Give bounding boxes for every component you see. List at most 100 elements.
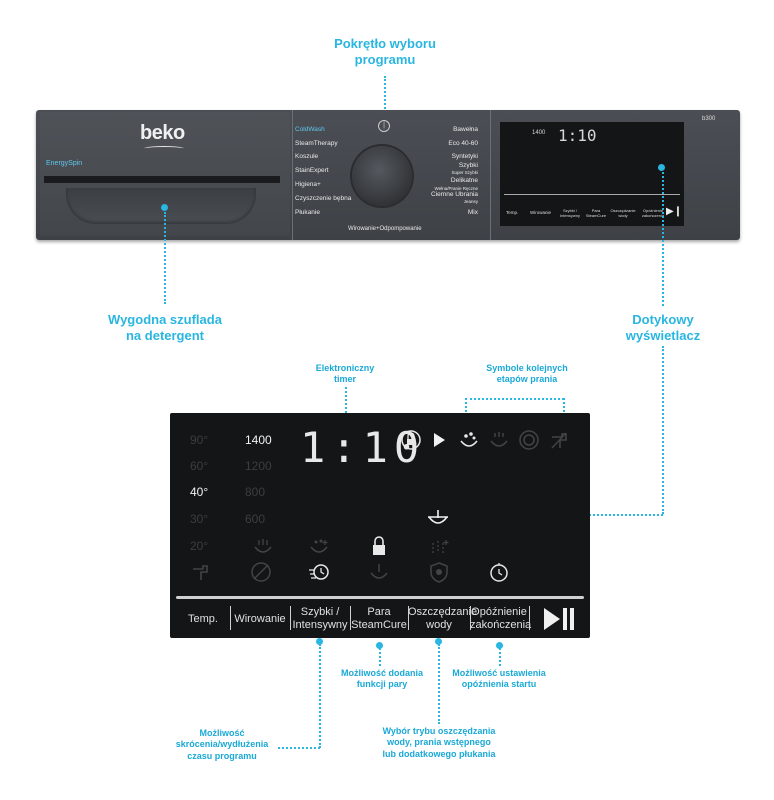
- callout-water: Wybór trybu oszczędzania wody, prania ws…: [382, 726, 496, 759]
- temp-60[interactable]: 60°: [190, 459, 209, 473]
- program-steamtherapy[interactable]: SteamTherapy: [295, 140, 338, 147]
- temp-30[interactable]: 30°: [190, 512, 209, 526]
- bottom-program-label[interactable]: Wirowanie+Odpompowanie: [348, 226, 422, 232]
- temp-button[interactable]: Temp.: [188, 613, 218, 625]
- sep-4: [408, 606, 409, 630]
- speed-leader: [319, 644, 321, 748]
- program-delikatne[interactable]: Delikatne: [450, 177, 478, 184]
- program-jeansy: Jeansy: [463, 199, 478, 204]
- display-bar: [176, 596, 584, 599]
- program-dial[interactable]: [352, 146, 412, 206]
- speed-1200[interactable]: 1200: [245, 459, 272, 473]
- program-super-szybki: Super Szybki: [451, 170, 478, 175]
- program-plukanie[interactable]: Płukanie: [295, 209, 320, 216]
- speed-800[interactable]: 800: [245, 485, 266, 499]
- program-czyszczenie[interactable]: Czyszczenie bębna: [295, 195, 352, 202]
- delay-icon: [490, 563, 508, 582]
- mini-btn-5[interactable]: Opóźnienie zakończenia: [641, 208, 665, 218]
- callout-display: Dotykowy wyświetlacz: [625, 312, 701, 344]
- spin-button[interactable]: Wirowanie: [234, 613, 286, 625]
- speed-600[interactable]: 600: [245, 512, 266, 526]
- timer-readout: 1:10: [300, 423, 426, 472]
- sep-5: [470, 606, 471, 630]
- eco-water-icon: [370, 564, 388, 579]
- power-icon[interactable]: |: [378, 120, 390, 132]
- program-mix[interactable]: Mix: [467, 209, 478, 216]
- temp-40[interactable]: 40°: [190, 485, 209, 499]
- faucet-icon: [193, 565, 208, 580]
- mini-btn-1[interactable]: Wirowanie: [530, 210, 552, 215]
- callout-knob: Pokrętło wyboru programu: [334, 36, 436, 68]
- lock-icon: [373, 536, 385, 555]
- drawer-dot: [161, 204, 168, 211]
- symbols-leader-h: [465, 398, 564, 400]
- timer-leader: [345, 387, 347, 437]
- quick-icon: [309, 564, 329, 580]
- callout-delay: Możliwość ustawienia opóźnienia startu: [452, 668, 546, 690]
- play-icon: [434, 433, 445, 447]
- panel-divider-1: [292, 110, 293, 240]
- temp-20[interactable]: 20°: [190, 539, 209, 553]
- program-szybki[interactable]: Szybki: [458, 162, 478, 169]
- delay-dot: [496, 642, 503, 649]
- speed-1400[interactable]: 1400: [245, 433, 272, 447]
- program-syntetyki[interactable]: Syntetyki: [451, 153, 478, 160]
- brand-logo: beko: [140, 122, 185, 144]
- callout-timer: Elektroniczny timer: [315, 363, 375, 385]
- mini-btn-0[interactable]: Temp.: [506, 210, 519, 215]
- program-koszule[interactable]: Koszule: [295, 153, 319, 160]
- sep-6: [529, 606, 530, 630]
- logo-swoosh: [144, 146, 184, 151]
- prewash-plus-icon: [310, 539, 328, 553]
- sep-3: [350, 606, 351, 630]
- program-stainexpert[interactable]: StainExpert: [295, 167, 329, 174]
- panel-divider-2: [490, 110, 491, 240]
- program-bawelna[interactable]: Bawełna: [453, 126, 478, 133]
- program-eco[interactable]: Eco 40-60: [448, 140, 478, 147]
- spin-icon: [519, 430, 539, 450]
- mini-btn-4[interactable]: Oszczędzanie wody: [610, 208, 636, 218]
- display-leader-horizontal: [570, 514, 663, 516]
- program-welna: Wełna/Pranie Ręczne: [434, 186, 478, 191]
- drawer-leader: [164, 212, 166, 304]
- steam-dot: [376, 642, 383, 649]
- water-leader: [438, 644, 440, 724]
- mini-display[interactable]: 1400 1:10: [500, 122, 684, 226]
- program-coldwash[interactable]: ColdWash: [295, 126, 325, 133]
- touch-display[interactable]: 90° 60° 40° 30° 20° 1400 1200 800 600 1:…: [170, 413, 590, 638]
- symbols-leader-right: [563, 398, 565, 420]
- mini-btn-2[interactable]: Szybki / Intensywny: [559, 208, 580, 218]
- mini-speed: 1400: [532, 130, 546, 136]
- wash-icon: [490, 432, 508, 447]
- mini-btn-3[interactable]: Para SteamCure: [585, 208, 607, 218]
- speed-button[interactable]: Szybki /Intensywny: [292, 606, 348, 631]
- delay-leader: [499, 648, 501, 666]
- speed-dot: [316, 638, 323, 645]
- rinse-plus-icon: [432, 540, 449, 553]
- washer-panel: beko EnergySpin ColdWash SteamTherapy Ko…: [36, 110, 740, 240]
- mini-play-pause-icon[interactable]: ▶❙: [666, 206, 683, 217]
- speed-leader-h: [278, 747, 320, 749]
- pot-icon: [428, 510, 448, 524]
- display-leader-bottom: [662, 346, 664, 514]
- mini-time: 1:10: [558, 126, 597, 145]
- tap-icon: [551, 432, 567, 449]
- shield-icon: [430, 562, 448, 583]
- callout-symbols: Symbole kolejnych etapów prania: [486, 363, 568, 385]
- display-leader-top: [662, 172, 664, 306]
- program-ciemne[interactable]: Ciemne Ubrania: [431, 191, 478, 198]
- callout-steam: Możliwość dodania funkcji pary: [340, 668, 423, 690]
- steam-leader: [379, 648, 381, 666]
- temp-90[interactable]: 90°: [190, 433, 209, 447]
- program-higiena[interactable]: Higiena+: [295, 181, 321, 188]
- display-dot-panel: [658, 164, 665, 171]
- play-pause-icon[interactable]: [542, 606, 576, 632]
- symbols-leader-left: [465, 398, 467, 420]
- mini-bar: [504, 194, 680, 195]
- drawer-slot: [44, 176, 280, 183]
- no-spin-icon: [251, 562, 271, 582]
- child-lock-icon: [401, 430, 421, 450]
